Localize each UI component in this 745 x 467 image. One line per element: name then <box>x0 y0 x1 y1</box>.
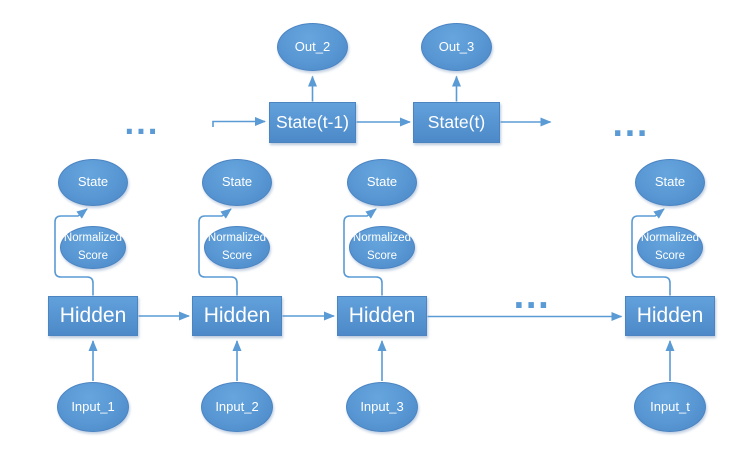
input-1-ellipse: Input_1 <box>57 382 129 432</box>
hidden-box-2: Hidden <box>192 296 282 336</box>
normalized-score-ellipse-3: Normalized Score <box>349 226 415 269</box>
score-line1-3: Normalized <box>352 231 412 244</box>
ellipsis-hidden-row: ... <box>513 280 550 316</box>
state-label-2: State <box>221 174 253 190</box>
hidden-label-1: Hidden <box>59 303 127 327</box>
hidden-box-3: Hidden <box>337 296 427 336</box>
state-ellipse-3: State <box>347 159 417 206</box>
normalized-score-ellipse-4: Normalized Score <box>637 226 703 269</box>
input-3-ellipse: Input_3 <box>346 382 418 432</box>
normalized-score-ellipse-2: Normalized Score <box>204 226 270 269</box>
state-t-minus-1-label: State(t-1) <box>276 112 349 133</box>
input-2-label: Input_2 <box>215 398 259 414</box>
connector-hidden-4-to-state-4 <box>631 208 671 296</box>
state-t-label: State(t) <box>427 112 486 133</box>
ellipsis-top-right: ... <box>612 109 649 144</box>
state-t-minus-1-box: State(t-1) <box>269 102 356 143</box>
score-line2-2: Score <box>221 249 253 262</box>
connector-into-state-t-minus-1 <box>212 117 266 127</box>
state-label-1: State <box>77 174 109 190</box>
connector-hidden-1-to-state-1 <box>54 208 94 296</box>
score-line1-2: Normalized <box>207 231 267 244</box>
state-label-4: State <box>654 174 686 190</box>
hidden-label-3: Hidden <box>348 303 416 327</box>
connector-hidden-3-to-state-3 <box>343 208 383 296</box>
out-2-ellipse: Out_2 <box>277 23 348 71</box>
score-line1-1: Normalized <box>63 231 123 244</box>
score-line2-1: Score <box>77 249 109 262</box>
state-t-box: State(t) <box>413 102 500 143</box>
hidden-box-4: Hidden <box>625 296 715 336</box>
input-t-ellipse: Input_t <box>634 382 706 432</box>
input-2-ellipse: Input_2 <box>201 382 273 432</box>
out-3-ellipse: Out_3 <box>421 23 492 71</box>
hidden-label-2: Hidden <box>203 303 271 327</box>
state-ellipse-1: State <box>58 159 128 206</box>
hidden-box-1: Hidden <box>48 296 138 336</box>
out-3-label: Out_3 <box>438 38 475 54</box>
score-line1-4: Normalized <box>640 231 700 244</box>
input-1-label: Input_1 <box>71 398 115 414</box>
input-t-label: Input_t <box>650 398 690 414</box>
out-2-label: Out_2 <box>294 38 331 54</box>
state-label-3: State <box>366 174 398 190</box>
hidden-label-4: Hidden <box>636 303 704 327</box>
ellipsis-top-left: ... <box>124 108 159 141</box>
connector-hidden-2-to-state-2 <box>198 208 238 296</box>
input-3-label: Input_3 <box>360 398 404 414</box>
state-ellipse-4: State <box>635 159 705 206</box>
state-ellipse-2: State <box>202 159 272 206</box>
normalized-score-ellipse-1: Normalized Score <box>60 226 126 269</box>
score-line2-3: Score <box>366 249 398 262</box>
score-line2-4: Score <box>654 249 686 262</box>
